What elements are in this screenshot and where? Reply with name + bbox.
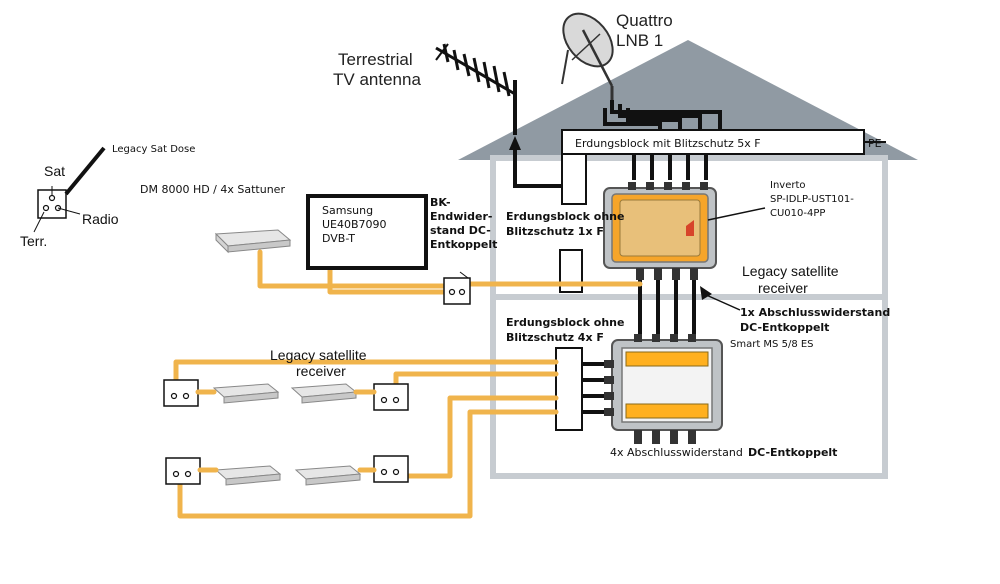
abschluss-4x-label: 4x Abschlusswiderstand xyxy=(610,446,743,459)
coax-cables xyxy=(173,249,643,519)
legacy-receiver-left-label-2: receiver xyxy=(296,363,346,379)
receiver-box-icon xyxy=(214,229,292,254)
antenna-cable xyxy=(509,136,566,188)
samsung-tv-label-1: Samsung xyxy=(322,204,373,217)
legacy-sat-dose-label: Legacy Sat Dose xyxy=(112,144,195,155)
wall-socket-icon xyxy=(163,379,199,407)
wall-socket-icon xyxy=(443,277,471,305)
legacy-sat-dose-leader xyxy=(64,146,106,196)
erdungsblock-4x-label-2: Blitzschutz 4x F xyxy=(506,331,604,344)
receiver-box-icon xyxy=(294,465,362,486)
abschluss-1x-leader xyxy=(703,293,741,311)
erdungsblock-5x xyxy=(561,129,886,205)
smart-ms-label: Smart MS 5/8 ES xyxy=(730,339,814,350)
bk-leader xyxy=(459,271,469,279)
dm8000-label: DM 8000 HD / 4x Sattuner xyxy=(140,183,285,196)
erdungsblock-5x-label: Erdungsblock mit Blitzschutz 5x F xyxy=(575,137,761,150)
erdungsblock-4x-label-1: Erdungsblock ohne xyxy=(506,316,624,329)
bk-label-4: Entkoppelt xyxy=(430,238,497,251)
abschluss-1x-label-1: 1x Abschlusswiderstand xyxy=(740,306,890,319)
inverto-label-1: Inverto xyxy=(770,180,806,191)
samsung-tv xyxy=(306,194,428,270)
bk-label-2: Endwider- xyxy=(430,210,492,223)
receiver-box-icon xyxy=(212,383,280,404)
radio-label: Radio xyxy=(82,211,119,227)
inverto-multiswitch xyxy=(603,182,717,280)
terrestrial-antenna-label-1: Terrestrial xyxy=(338,50,413,69)
bk-label-1: BK- xyxy=(430,196,451,209)
receiver-box-icon xyxy=(290,383,358,404)
smart-ms-multiswitch xyxy=(604,334,723,444)
dc-entkoppelt-label: DC-Entkoppelt xyxy=(748,446,837,459)
samsung-tv-label-2: UE40B7090 xyxy=(322,218,387,231)
inverto-to-smartms-cables xyxy=(638,280,696,336)
receiver-box-icon xyxy=(214,465,282,486)
erdungsblock-1x-label-2: Blitzschutz 1x F xyxy=(506,225,604,238)
abschluss-1x-label-2: DC-Entkoppelt xyxy=(740,321,829,334)
terr-label: Terr. xyxy=(20,233,47,249)
erdungsblock-to-inverto-cables xyxy=(632,154,708,180)
legacy-receiver-right-label-1: Legacy satellite xyxy=(742,263,839,279)
quattro-lnb-label-2: LNB 1 xyxy=(616,31,663,50)
bk-label-3: stand DC- xyxy=(430,224,491,237)
erdungsblock-4x xyxy=(555,347,583,431)
legacy-receiver-left-label-1: Legacy satellite xyxy=(270,347,367,363)
yagi-antenna-icon xyxy=(435,43,517,135)
radio-tick xyxy=(57,207,81,215)
wall-socket-icon xyxy=(373,383,409,411)
pe-label: PE xyxy=(868,137,882,150)
erdungsblock-1x-label-1: Erdungsblock ohne xyxy=(506,210,624,223)
terr-tick xyxy=(33,211,45,233)
samsung-tv-label-3: DVB-T xyxy=(322,232,355,245)
legacy-receiver-right-label-2: receiver xyxy=(758,280,808,296)
wall-socket-icon xyxy=(373,455,409,483)
satellite-dish-icon xyxy=(561,12,614,100)
terrestrial-antenna-label-2: TV antenna xyxy=(333,70,421,89)
sat-label: Sat xyxy=(44,163,65,179)
inverto-label-2: SP-IDLP-UST101- xyxy=(770,194,854,205)
erdungsblock-4x-to-smartms-cables xyxy=(582,362,604,414)
inverto-label-3: CU010-4PP xyxy=(770,208,825,219)
inverto-leader-line xyxy=(707,207,766,221)
quattro-lnb-label-1: Quattro xyxy=(616,11,673,30)
abschluss-1x-arrow xyxy=(700,286,712,300)
lnb-cables xyxy=(603,100,722,130)
wall-socket-icon xyxy=(165,457,201,485)
